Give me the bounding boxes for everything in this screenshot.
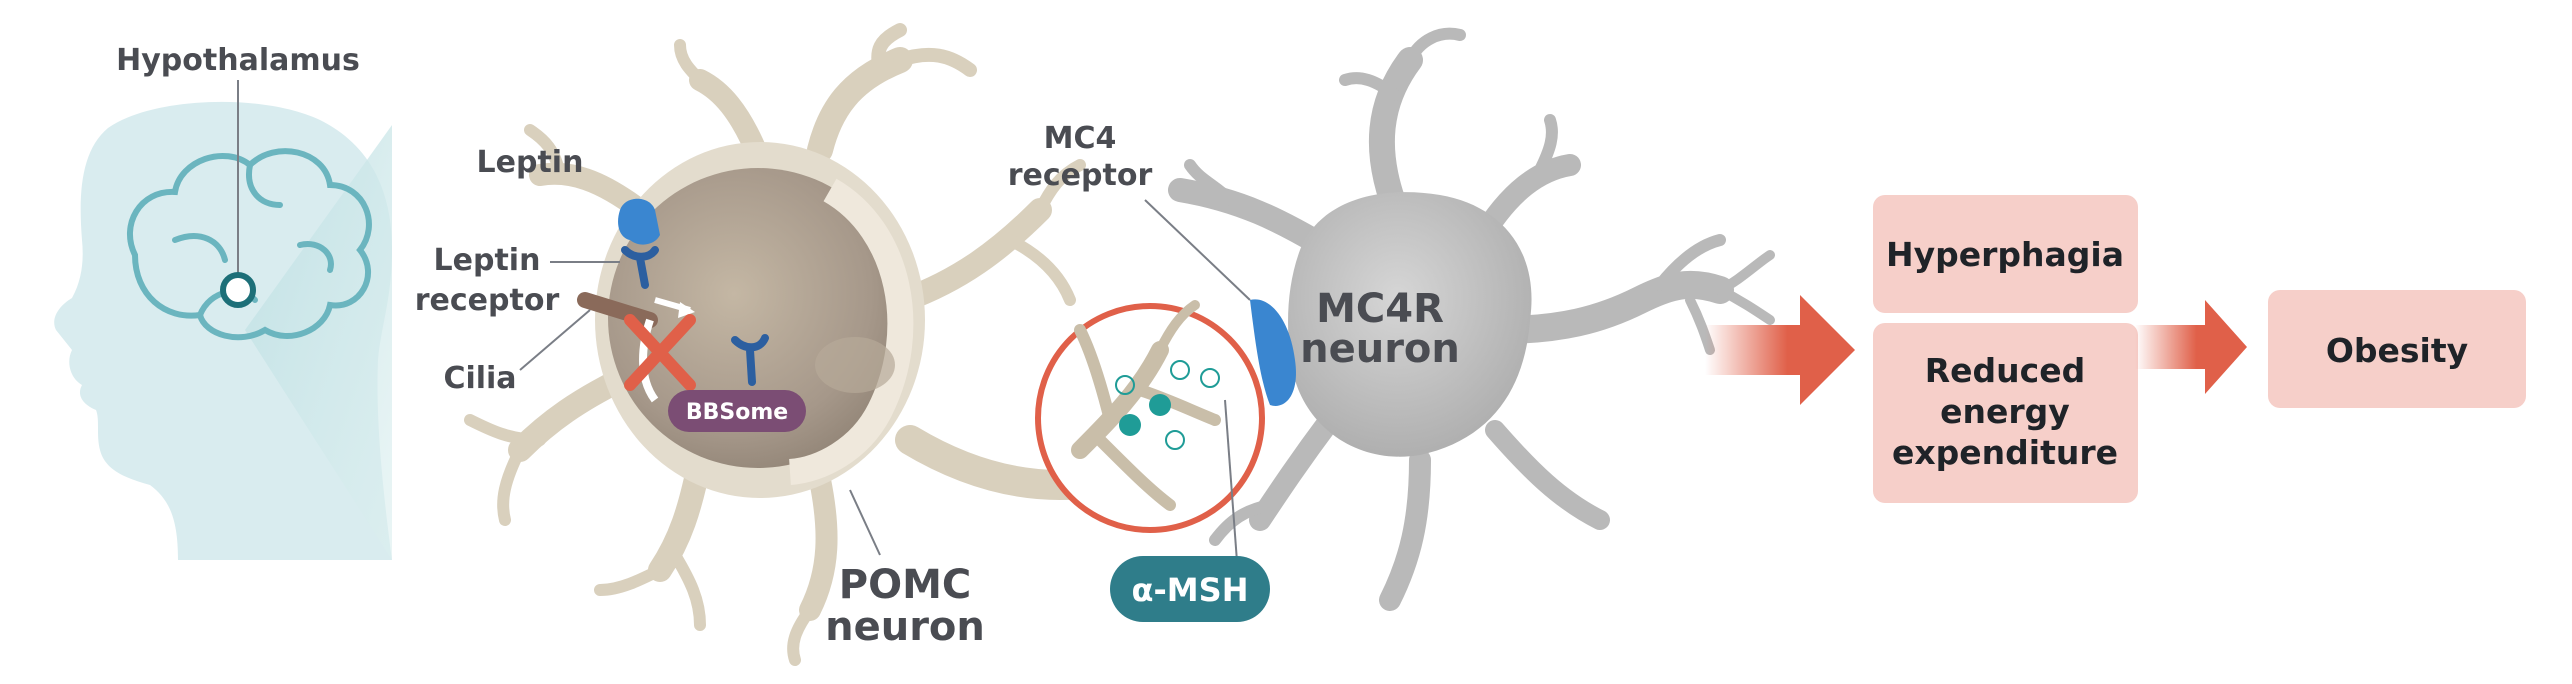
synapse-magnifier (1035, 300, 1265, 533)
label-mc4r-line2: neuron (1300, 326, 1460, 372)
label-leptin-receptor-line1: Leptin (434, 243, 541, 278)
blocked-x-icon (624, 314, 696, 391)
outcome-hyperphagia: Hyperphagia (1886, 235, 2124, 274)
hypothalamus-marker (220, 272, 256, 308)
head-silhouette (54, 101, 392, 560)
outcome-reduced-line1: Reduced (1925, 351, 2085, 390)
leptin-icon (618, 198, 660, 245)
focus-beam (245, 125, 392, 560)
label-pomc-line1: POMC (839, 562, 971, 608)
outcome-box-obesity (2268, 290, 2526, 408)
pomc-pointer (849, 489, 881, 556)
label-mc4-line1: MC4 (1044, 121, 1117, 156)
amsh-pointer (1224, 399, 1239, 576)
arrow-to-outcomes (1705, 295, 1855, 405)
mc4-receptor-pointer (1144, 199, 1251, 301)
outcome-box-hyperphagia (1873, 195, 2138, 313)
label-mc4-line2: receptor (1008, 158, 1153, 193)
amsh-label: α-MSH (1132, 571, 1249, 609)
vesicle-open (1170, 360, 1190, 380)
vesicle-filled (1119, 414, 1141, 436)
bbsome-badge (668, 390, 806, 432)
intracellular-receptor-icon (731, 334, 769, 386)
vesicle-open (1200, 368, 1220, 388)
label-hypothalamus: Hypothalamus (116, 43, 360, 78)
amsh-badge (1110, 556, 1270, 622)
mc4-receptor-icon (1250, 299, 1296, 406)
mc4r-cell-body (1288, 192, 1532, 457)
outcome-obesity: Obesity (2326, 331, 2468, 370)
label-leptin: Leptin (477, 145, 584, 180)
label-pomc-line2: neuron (825, 604, 985, 650)
vesicle-open (1165, 430, 1185, 450)
leptin-receptor-icon (621, 246, 659, 289)
arrow-to-obesity (2135, 300, 2247, 394)
vesicle-filled (1149, 394, 1171, 416)
outcome-reduced-line3: expenditure (1892, 433, 2118, 472)
outcome-reduced-line2: energy (1940, 392, 2070, 431)
label-mc4r-line1: MC4R (1316, 286, 1444, 332)
vesicle-open (1115, 375, 1135, 395)
label-cilia: Cilia (443, 361, 516, 396)
label-leptin-receptor-line2: receptor (415, 283, 560, 318)
outcome-box-reduced-energy (1873, 323, 2138, 503)
bbsome-label: BBSome (686, 400, 788, 425)
pomc-nucleus (815, 337, 895, 393)
cilia-pointer (519, 309, 591, 371)
